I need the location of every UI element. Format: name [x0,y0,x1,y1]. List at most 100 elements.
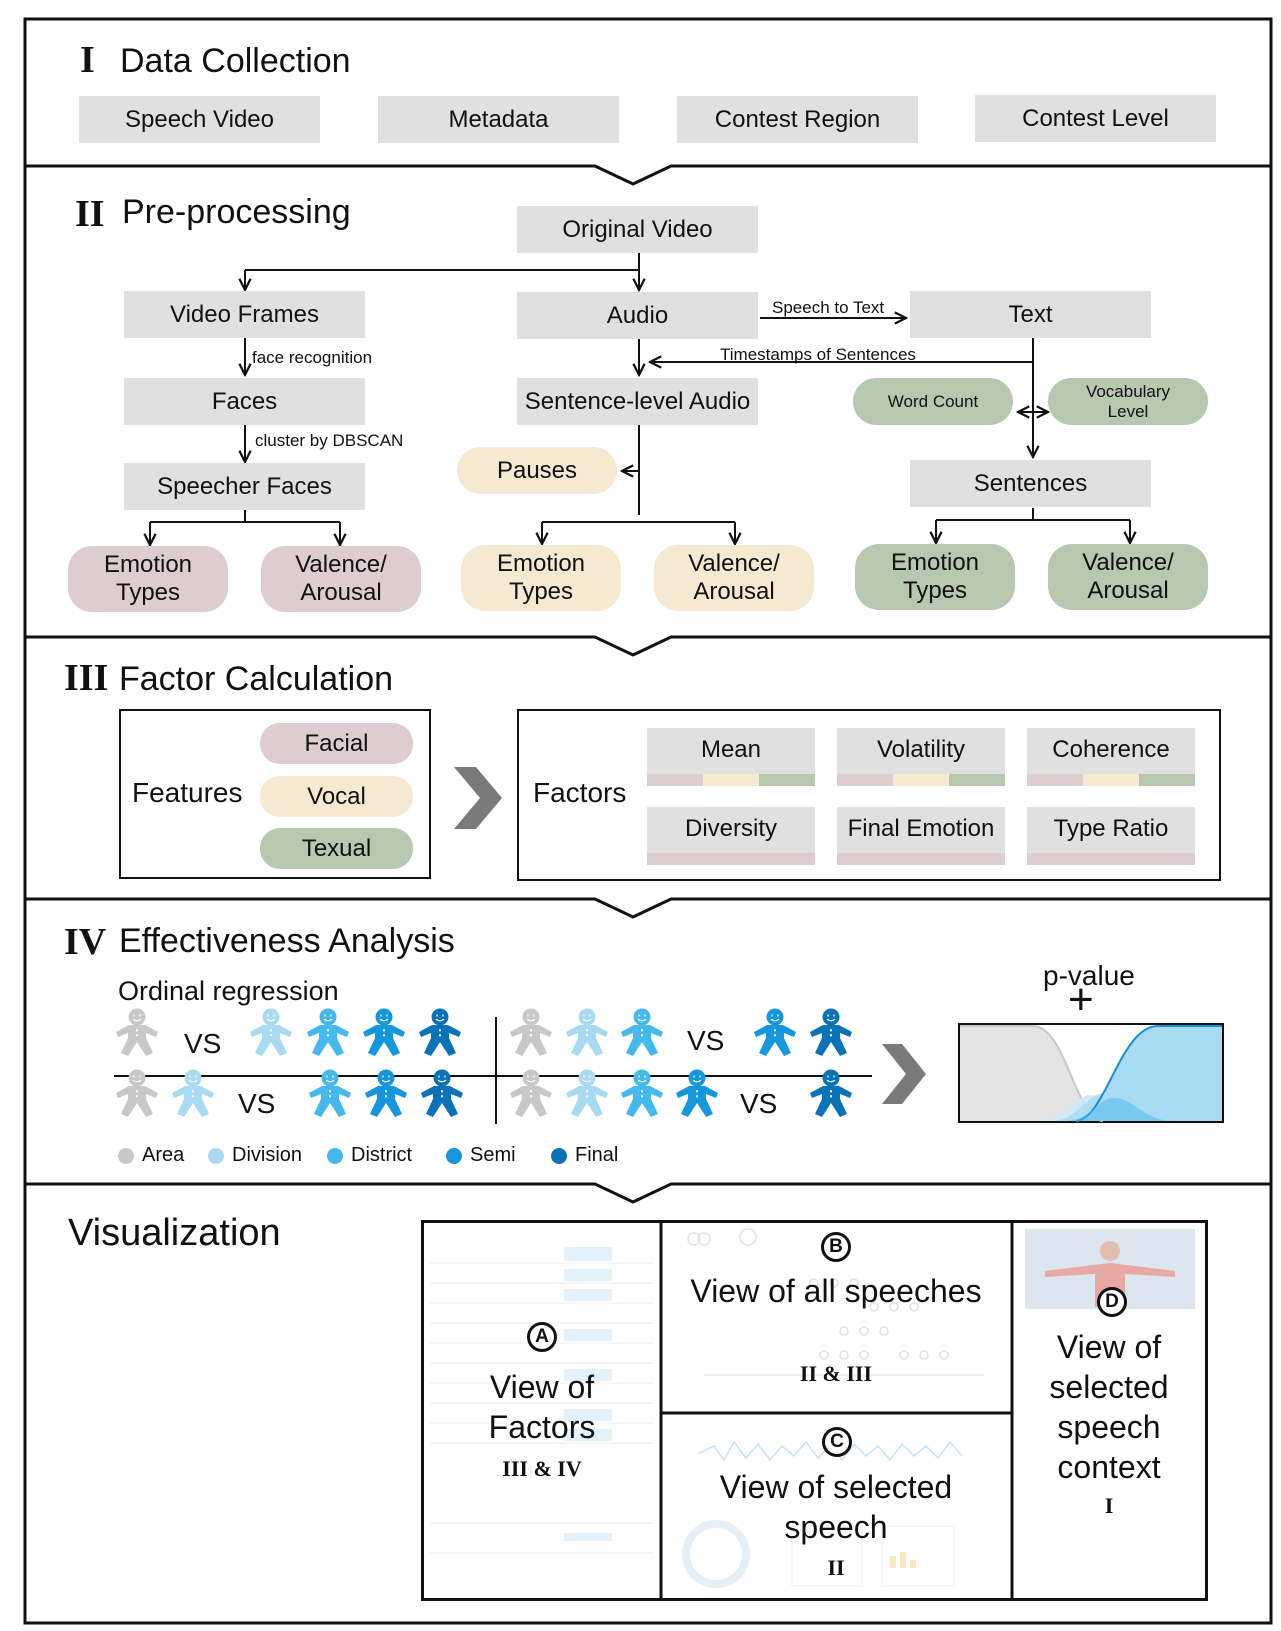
factor-volatility-strip [837,774,1005,786]
section-4-title: Effectiveness Analysis [119,922,455,960]
speaker-figure-icon [621,1008,663,1056]
factor-type-ratio-label: Type Ratio [1053,815,1169,842]
factors-view-background [430,1247,654,1554]
factors-label: Factors [533,777,627,808]
legend-division-label: Division [232,1144,303,1166]
factor-type-ratio: Type Ratio [1027,807,1195,865]
legend-division-dot [208,1147,224,1164]
factor-mean-label: Mean [700,736,762,763]
view-d-title: View of selected speech context [1049,1329,1169,1485]
speaker-figure-icon [116,1008,158,1056]
speaker-figure-icon [676,1069,718,1117]
facial-valence-arousal-box: Valence/ Arousal [261,546,421,612]
features-panel [119,709,431,879]
legend-final-dot [551,1147,567,1164]
speaker-figure-icon [421,1069,463,1117]
view-b-subtitle: II & III [799,1361,873,1386]
contest-level-box: Contest Level [975,95,1216,142]
view-a-title: View of Factors [488,1369,596,1445]
section-1-number: I [80,39,95,81]
factor-coherence-label: Coherence [1052,736,1170,763]
faces-box: Faces [124,378,365,425]
video-frames-box: Video Frames [124,291,365,338]
view-b-badge: B [821,1232,851,1262]
view-d-subtitle: I [1104,1493,1114,1518]
text-box: Text [910,291,1151,338]
distribution-curves [958,1023,1224,1123]
section-4-number: IV [64,921,107,963]
metadata-box: Metadata [378,96,619,143]
legend-final: Final [551,1144,618,1167]
legend-final-label: Final [575,1144,619,1166]
speaker-figure-icon [566,1069,608,1117]
vs-label-4: VS [740,1088,778,1119]
view-d-badge: D [1097,1287,1127,1317]
section-1-title: Data Collection [120,42,351,80]
face-recognition-label: face recognition [252,348,373,367]
sentences-box: Sentences [910,460,1151,507]
legend-district-dot [327,1147,343,1164]
speaker-figure-icon [309,1069,351,1117]
speaker-figure-icon [810,1069,852,1117]
feature-vocal: Vocal [260,776,413,817]
word-count-box: Word Count [853,378,1013,425]
factor-diversity-strip [647,853,815,865]
speaker-figure-icon [363,1008,405,1056]
factor-final-emotion-label: Final Emotion [847,815,995,842]
factor-final-emotion: Final Emotion [837,807,1005,865]
preprocessing-connectors [0,252,1281,640]
factor-type-ratio-strip [1027,853,1195,865]
view-a-subtitle: III & IV [502,1456,582,1481]
speech-video-box: Speech Video [79,96,320,143]
section-3-number: III [64,657,109,699]
vs-label-2: VS [687,1025,725,1056]
contest-region-box: Contest Region [677,96,918,143]
factor-coherence-strip [1027,774,1195,786]
speaker-figure-icon [172,1069,214,1117]
legend-semi-dot [446,1147,462,1164]
comparison-grid-lines [114,1017,872,1124]
vocal-emotion-types-box: Emotion Types [461,545,621,611]
speaker-figure-icon [116,1069,158,1117]
vocabulary-level-box: Vocabulary Level [1048,378,1208,425]
speaker-figure-icon [250,1008,292,1056]
legend-semi-label: Semi [470,1144,516,1166]
audio-box: Audio [517,292,758,339]
vs-label-3: VS [238,1088,276,1119]
original-video-box: Original Video [517,206,758,253]
legend-area-label: Area [142,1144,185,1166]
plus-sign: + [1068,975,1094,1024]
speaker-figure-icon [810,1008,852,1056]
legend-district: District [327,1144,412,1167]
factor-diversity: Diversity [647,807,815,865]
view-c-subtitle: II [827,1555,845,1580]
chevron-right-icon [454,767,502,829]
vocal-valence-arousal-box: Valence/ Arousal [654,545,814,611]
view-b-title: View of all speeches [690,1273,982,1309]
dbscan-label: cluster by DBSCAN [255,431,404,450]
legend-division: Division [208,1144,302,1167]
section-3-title: Factor Calculation [119,660,394,698]
visualization-screenshot [421,1220,1208,1601]
pauses-box: Pauses [457,447,617,494]
p-value-label: p-value [1043,960,1135,991]
section-2-title: Pre-processing [122,193,351,231]
legend-area: Area [118,1144,184,1167]
speaker-figure-icon [510,1008,552,1056]
ordinal-regression-label: Ordinal regression [118,976,339,1006]
section-5-title: Visualization [68,1212,281,1254]
speaker-figure-icon [566,1008,608,1056]
timestamps-label: Timestamps of Sentences [720,345,916,364]
speecher-faces-box: Speecher Faces [124,463,365,510]
speech-to-text-label: Speech to Text [772,298,885,317]
view-a-badge: A [527,1322,557,1352]
chevron-right-icon [882,1044,926,1104]
legend-district-label: District [351,1144,413,1166]
factor-coherence: Coherence [1027,728,1195,786]
features-label: Features [132,777,243,808]
factor-volatility-label: Volatility [876,736,966,763]
view-c-badge: C [822,1427,852,1457]
facial-emotion-types-box: Emotion Types [68,546,228,612]
feature-facial: Facial [260,723,413,764]
